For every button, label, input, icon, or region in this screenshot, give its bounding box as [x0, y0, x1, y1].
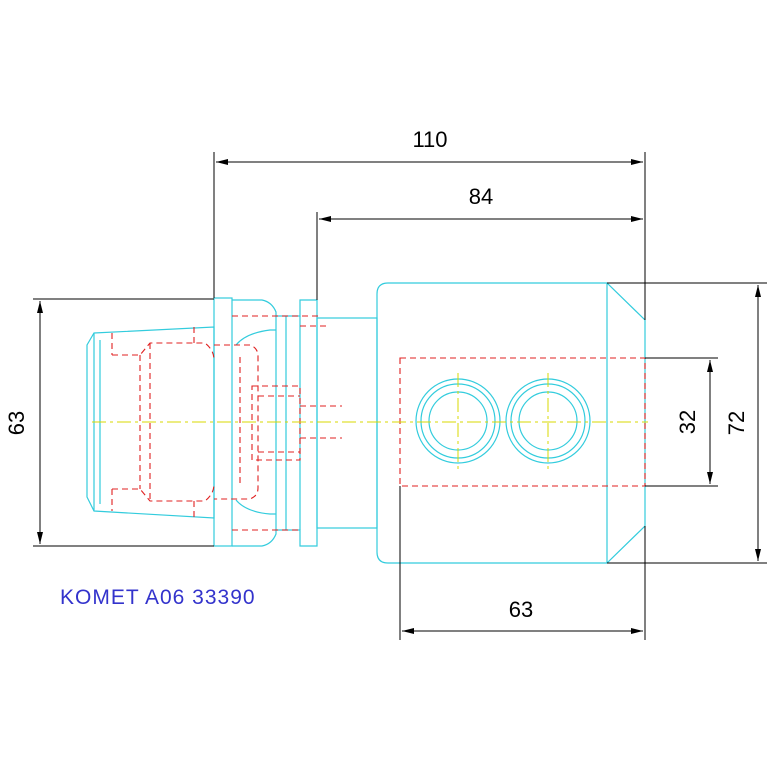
dim-84-label: 84: [469, 184, 493, 209]
dim-32-label: 32: [675, 410, 700, 434]
neck-outline: [316, 317, 378, 529]
part-outline: [86, 282, 646, 564]
collar-outline: [232, 299, 318, 547]
dimension-lines: [33, 152, 767, 640]
dim-72-label: 72: [724, 411, 749, 435]
hidden-lines: [111, 315, 646, 531]
dim-63-left-label: 63: [4, 411, 29, 435]
flange-outline: [213, 297, 233, 547]
dim-110-label: 110: [412, 127, 447, 152]
block-outline: [376, 282, 646, 564]
centerlines: [92, 373, 648, 470]
part-caption: KOMET A06 33390: [60, 586, 256, 609]
dim-63-bottom-label: 63: [509, 597, 533, 622]
